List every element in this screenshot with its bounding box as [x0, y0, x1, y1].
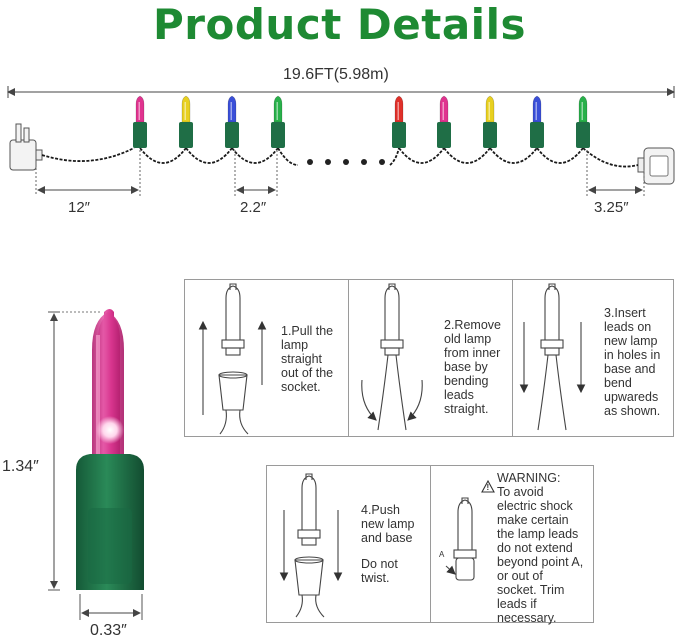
bulbs [133, 95, 590, 148]
warning-icon [481, 479, 495, 493]
mini-bulb [271, 95, 285, 148]
wire [41, 147, 639, 168]
page-title: Product Details [153, 0, 526, 49]
wire-segment [139, 147, 187, 164]
bulb-spacing-label: 2.2″ [240, 199, 267, 216]
mini-bulb [483, 95, 497, 148]
step4-illustration [279, 473, 343, 618]
wire-segment [443, 147, 491, 164]
wire-segment [277, 147, 299, 166]
divider [430, 465, 431, 623]
wire-end [582, 147, 639, 168]
wire-segment [489, 147, 538, 164]
instruction-row-1 [184, 279, 674, 437]
total-length-label: 19.6FT(5.98m) [283, 66, 389, 83]
warning-text: To avoid electric shock make certain the… [497, 485, 584, 625]
lead-length-label: 12″ [68, 199, 90, 216]
mini-bulb [437, 95, 451, 148]
step1-text: 1.Pull the lamp straight out of the sock… [281, 324, 334, 394]
step4-text: 4.Push new lamp and base [361, 503, 415, 545]
light-string-diagram [7, 86, 675, 196]
divider [348, 279, 349, 437]
mini-bulb [179, 95, 193, 148]
step1-illustration [198, 283, 267, 435]
bulb-width-label: 0.33″ [90, 622, 127, 639]
divider [512, 279, 513, 437]
step4-note: Do not twist. [361, 557, 398, 585]
point-a-label: A [439, 550, 445, 559]
warning-illustration [445, 497, 477, 581]
wire-segment [185, 147, 233, 164]
mini-bulb [392, 95, 406, 148]
step3-illustration [519, 283, 586, 431]
wire-segment [536, 147, 584, 164]
svg-text:!: ! [487, 483, 490, 492]
ellipsis-dots [307, 159, 385, 165]
mini-bulb [133, 95, 147, 148]
wire-segment [398, 147, 445, 164]
female-plug-icon [637, 147, 675, 185]
bulb-height-label: 1.34″ [2, 458, 39, 475]
wire-lead [41, 147, 135, 162]
wire-segment [231, 147, 279, 164]
wire-segment [389, 147, 400, 166]
step3-text: 3.Insert leads on new lamp in holes in b… [604, 306, 661, 418]
end-length-label: 3.25″ [594, 199, 629, 216]
male-plug-icon [9, 123, 43, 171]
step2-illustration [361, 283, 423, 431]
step2-text: 2.Remove old lamp from inner base by ben… [444, 318, 501, 416]
mini-bulb [225, 95, 239, 148]
mini-bulb [576, 95, 590, 148]
warning-heading: WARNING: [497, 471, 561, 485]
mini-bulb [530, 95, 544, 148]
